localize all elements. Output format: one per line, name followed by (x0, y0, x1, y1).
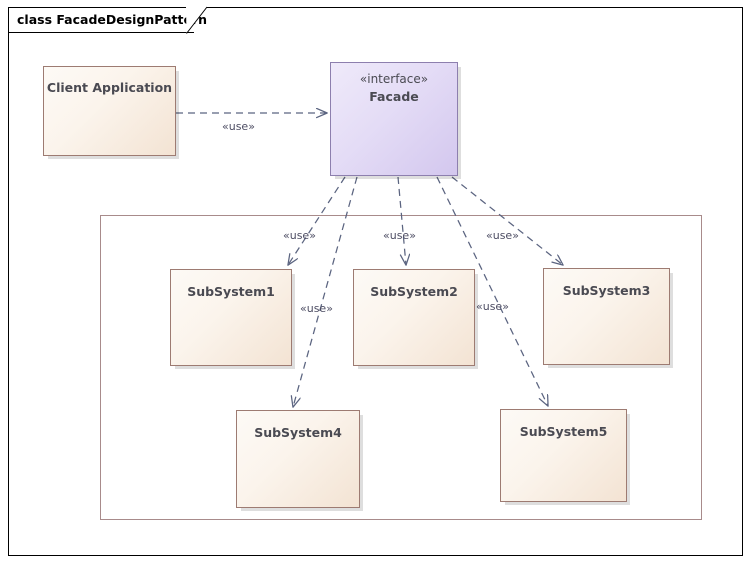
node-subsystem2[interactable]: SubSystem2 (353, 269, 475, 366)
node-subsystem4-label: SubSystem4 (254, 425, 342, 440)
node-subsystem2-label: SubSystem2 (370, 284, 458, 299)
edge-label-facade-sub5: «use» (476, 300, 509, 313)
node-subsystem4[interactable]: SubSystem4 (236, 410, 360, 508)
node-facade-label: Facade (369, 89, 419, 104)
node-subsystem1[interactable]: SubSystem1 (170, 269, 292, 366)
edge-label-facade-sub4: «use» (300, 302, 333, 315)
edge-label-facade-sub3: «use» (486, 229, 519, 242)
node-facade[interactable]: «interface» Facade (330, 62, 458, 176)
node-client-application-label: Client Application (46, 80, 173, 95)
node-subsystem3[interactable]: SubSystem3 (543, 268, 670, 365)
node-client-application[interactable]: Client Application (43, 66, 176, 156)
node-subsystem3-label: SubSystem3 (562, 283, 651, 298)
node-subsystem5[interactable]: SubSystem5 (500, 409, 627, 502)
node-subsystem5-label: SubSystem5 (519, 424, 608, 439)
edge-label-client-facade: «use» (222, 120, 255, 133)
title-tab-slant-icon (186, 6, 208, 34)
edge-label-facade-sub2: «use» (383, 229, 416, 242)
node-subsystem1-label: SubSystem1 (187, 284, 275, 299)
edge-label-facade-sub1: «use» (283, 229, 316, 242)
node-facade-stereotype: «interface» (359, 72, 429, 86)
page-title: class FacadeDesignPattern (17, 12, 208, 27)
diagram-title-tab: class FacadeDesignPattern (8, 7, 207, 33)
